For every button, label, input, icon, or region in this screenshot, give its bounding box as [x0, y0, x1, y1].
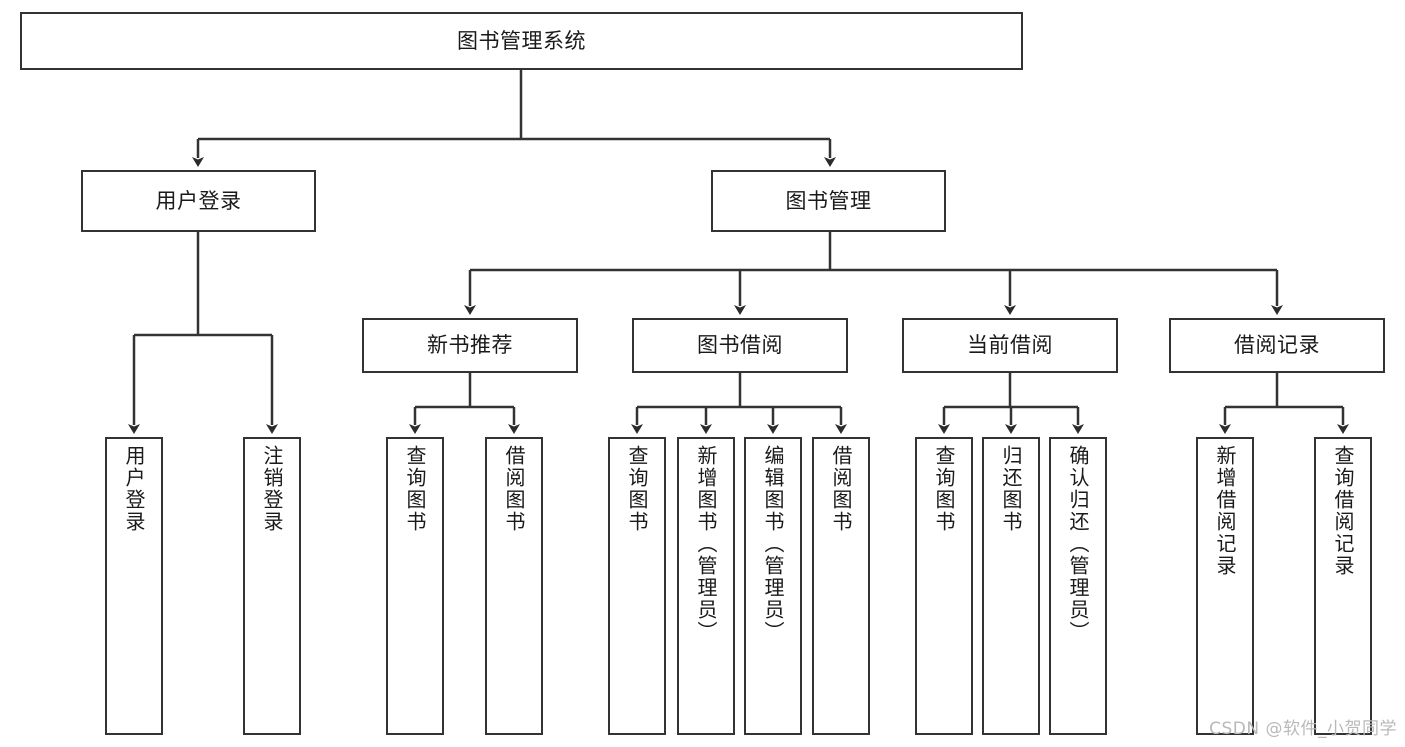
node-borrow-record-label: 借阅记录 — [1234, 333, 1320, 358]
leaf-user-login-login[interactable]: 用户登录 — [105, 437, 163, 735]
leaf-borrow-add-book-admin[interactable]: 新增图书（管理员） — [677, 437, 735, 735]
leaf-borrow-edit-book-admin[interactable]: 编辑图书（管理员） — [744, 437, 802, 735]
leaf-borrow-borrow-book[interactable]: 借阅图书 — [812, 437, 870, 735]
leaf-label: 查询图书 — [625, 445, 649, 533]
leaf-label: 确认归还（管理员） — [1066, 445, 1090, 643]
node-book-management-label: 图书管理 — [785, 188, 872, 213]
leaf-label: 借阅图书 — [502, 445, 526, 533]
leaf-record-add-record[interactable]: 新增借阅记录 — [1196, 437, 1254, 735]
leaf-current-return-book[interactable]: 归还图书 — [982, 437, 1040, 735]
leaf-label: 编辑图书（管理员） — [761, 445, 785, 643]
leaf-current-confirm-return-admin[interactable]: 确认归还（管理员） — [1049, 437, 1107, 735]
csdn-watermark: CSDN @软件_小贺同学 — [1209, 719, 1397, 739]
leaf-label: 查询图书 — [932, 445, 956, 533]
node-root-system[interactable]: 图书管理系统 — [20, 12, 1023, 70]
node-new-book-recommend-label: 新书推荐 — [427, 333, 513, 358]
node-borrow-record[interactable]: 借阅记录 — [1169, 318, 1385, 373]
leaf-label: 归还图书 — [999, 445, 1023, 533]
node-current-borrow[interactable]: 当前借阅 — [902, 318, 1118, 373]
node-user-login-label: 用户登录 — [155, 188, 242, 213]
node-book-management[interactable]: 图书管理 — [711, 170, 946, 232]
leaf-label: 用户登录 — [122, 445, 146, 533]
leaf-recommend-query-book[interactable]: 查询图书 — [386, 437, 444, 735]
node-root-label: 图书管理系统 — [457, 28, 586, 53]
leaf-label: 新增借阅记录 — [1213, 445, 1237, 577]
leaf-label: 查询借阅记录 — [1331, 445, 1355, 577]
leaf-label: 注销登录 — [260, 445, 284, 533]
leaf-current-query-book[interactable]: 查询图书 — [915, 437, 973, 735]
leaf-label: 借阅图书 — [829, 445, 853, 533]
node-book-borrow[interactable]: 图书借阅 — [632, 318, 848, 373]
leaf-recommend-borrow-book[interactable]: 借阅图书 — [485, 437, 543, 735]
node-new-book-recommend[interactable]: 新书推荐 — [362, 318, 578, 373]
node-user-login[interactable]: 用户登录 — [81, 170, 316, 232]
leaf-label: 新增图书（管理员） — [694, 445, 718, 643]
leaf-label: 查询图书 — [403, 445, 427, 533]
node-book-borrow-label: 图书借阅 — [697, 333, 783, 358]
node-current-borrow-label: 当前借阅 — [967, 333, 1053, 358]
leaf-user-login-logout[interactable]: 注销登录 — [243, 437, 301, 735]
leaf-record-query-record[interactable]: 查询借阅记录 — [1314, 437, 1372, 735]
leaf-borrow-query-book[interactable]: 查询图书 — [608, 437, 666, 735]
